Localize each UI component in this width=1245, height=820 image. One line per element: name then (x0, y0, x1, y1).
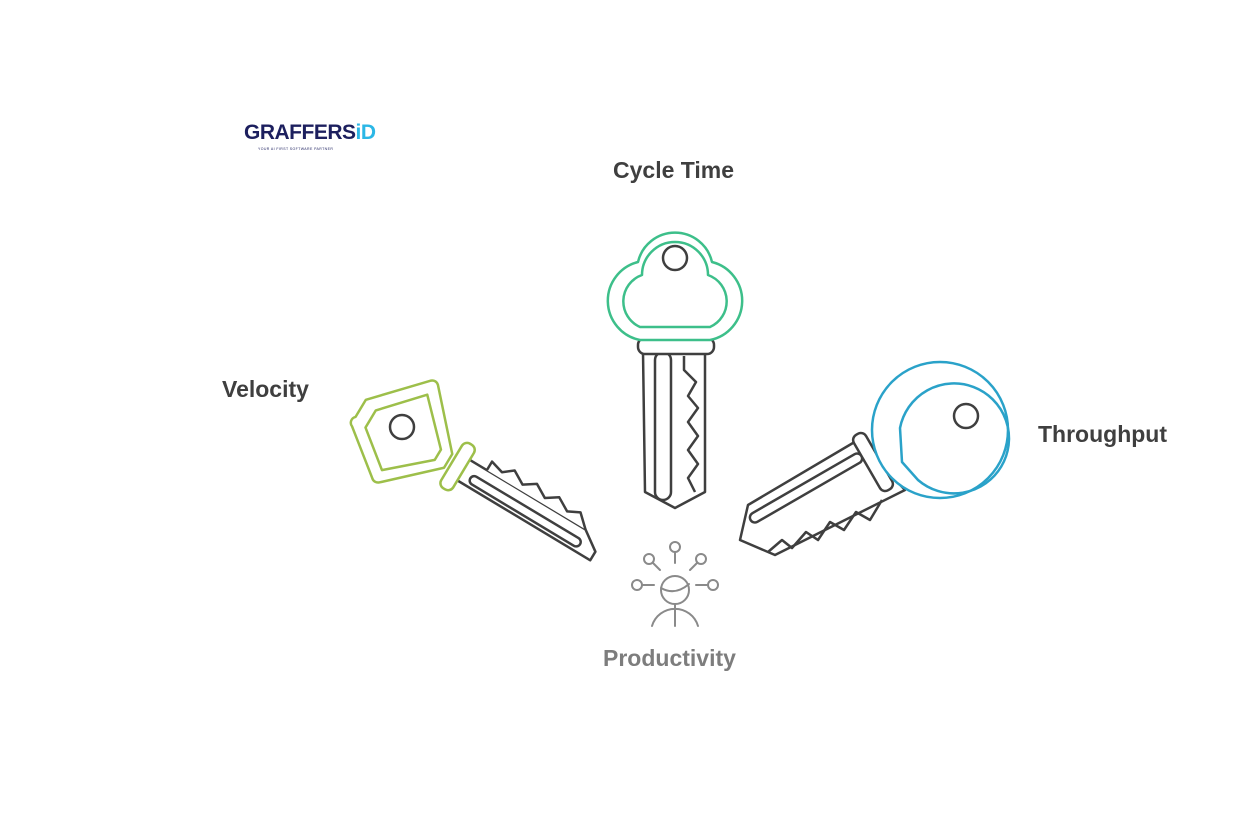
cycle-time-key-shaft (641, 350, 707, 510)
productivity-person-icon (631, 541, 719, 627)
productivity-label: Productivity (603, 645, 736, 671)
graffersid-logo: GRAFFERSiD YOUR AI FIRST SOFTWARE PARTNE… (244, 121, 377, 156)
cycle-time-key-icon (606, 231, 744, 510)
logo-main-text: GRAFFERS (244, 121, 356, 144)
logo-accent-text: iD (355, 121, 377, 144)
velocity-label: Velocity (222, 376, 309, 402)
cycle-time-label: Cycle Time (613, 157, 735, 183)
throughput-label: Throughput (1038, 421, 1168, 447)
logo-tagline: YOUR AI FIRST SOFTWARE PARTNER (258, 147, 334, 151)
velocity-key-icon (349, 379, 597, 562)
velocity-key-hole (388, 413, 416, 441)
throughput-key-bow (870, 360, 1010, 500)
cycle-time-key-bow (606, 231, 744, 342)
throughput-key-icon (738, 360, 1011, 557)
